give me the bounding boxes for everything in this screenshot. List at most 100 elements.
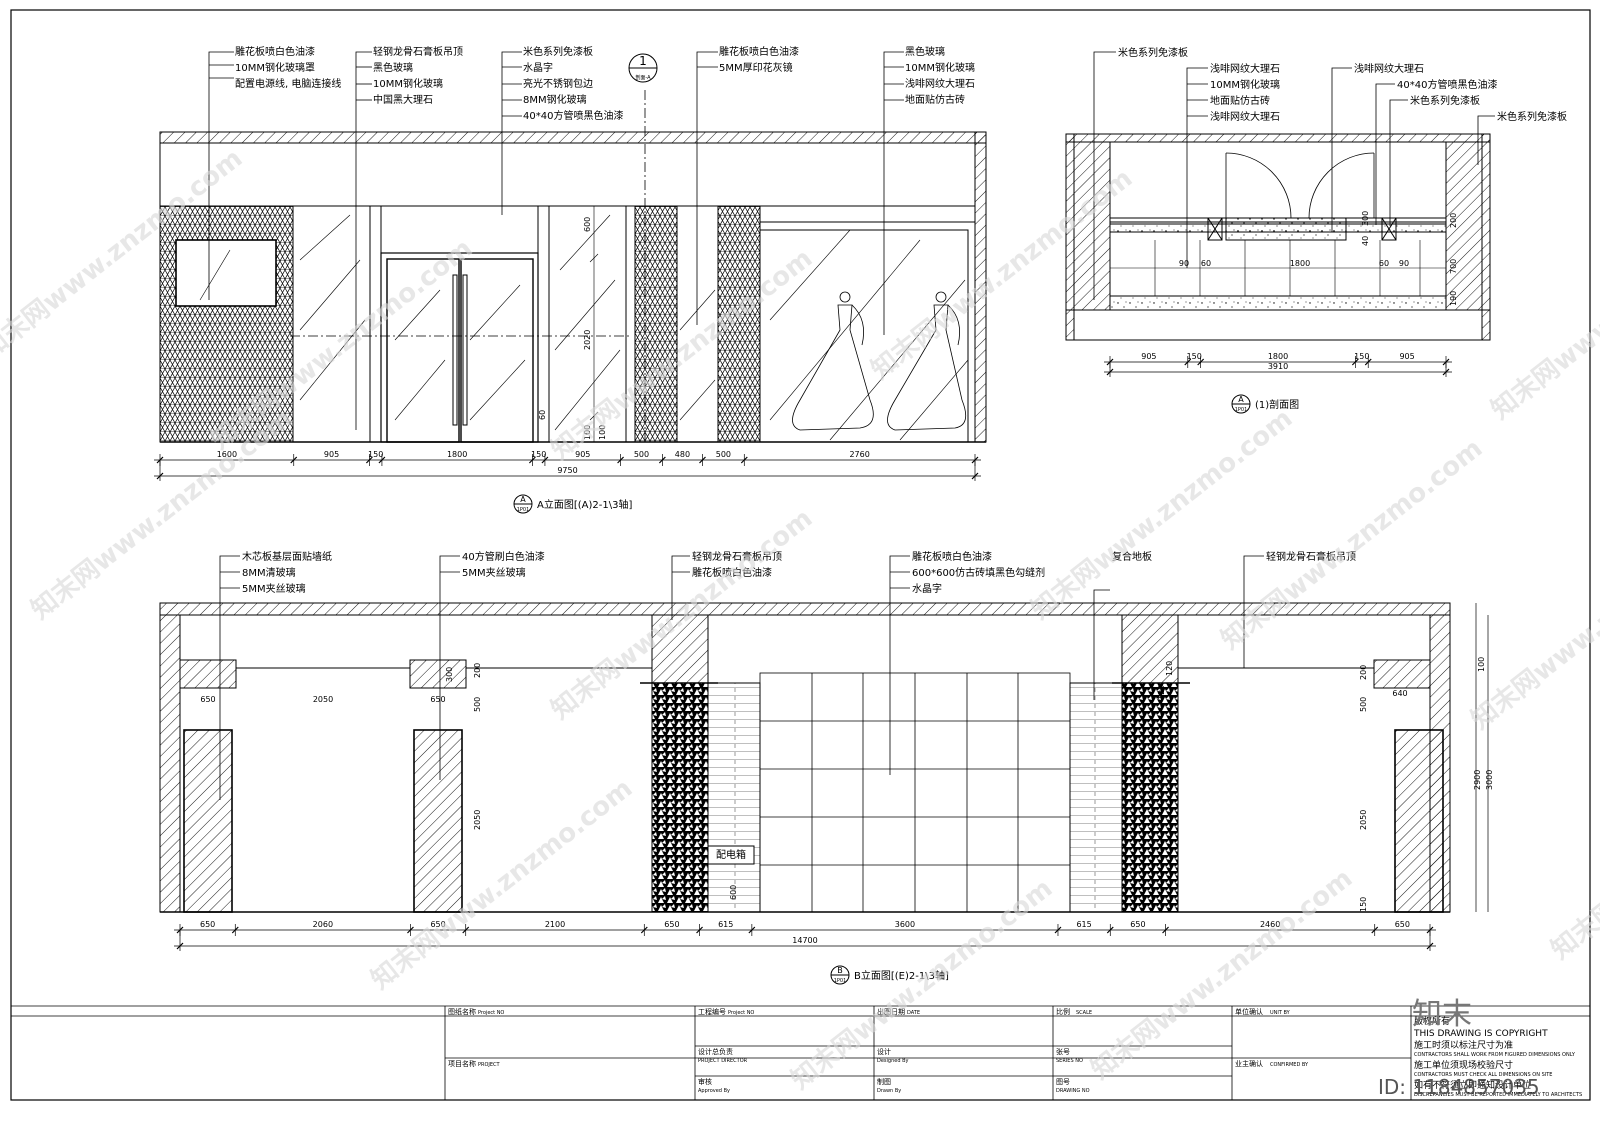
material-callout: 40*40方管喷黑色油漆 xyxy=(1397,78,1497,91)
material-callout: 轻钢龙骨石膏板吊顶 xyxy=(692,550,782,563)
sheet-border xyxy=(10,9,1591,1101)
svg-text:SCALE: SCALE xyxy=(1076,1010,1092,1016)
material-callout: 5MM厚印花灰镜 xyxy=(719,61,793,74)
material-callout: 8MM清玻璃 xyxy=(242,566,296,579)
vertical-dimension: 2050 xyxy=(1359,810,1368,830)
dimension-label: 2100 xyxy=(545,920,565,929)
svg-text:A: A xyxy=(1238,395,1244,404)
vertical-dimension: 60 xyxy=(538,410,547,420)
dimension-label: 650 xyxy=(1395,920,1410,929)
dimension-label: 615 xyxy=(1076,920,1091,929)
material-callout: 5MM夹丝玻璃 xyxy=(242,582,306,595)
material-callout: 10MM钢化玻璃 xyxy=(373,77,443,90)
inner-dimension: 60 xyxy=(1201,259,1211,268)
material-callout: 水晶字 xyxy=(912,582,942,595)
dimension-total: 9750 xyxy=(557,466,577,475)
inner-dimension: 1800 xyxy=(1290,259,1310,268)
svg-text:单位确认: 单位确认 xyxy=(1235,1007,1263,1016)
glass-door-right xyxy=(460,258,534,443)
material-callout: 米色系列免漆板 xyxy=(523,45,593,58)
dimension-label: 905 xyxy=(1399,352,1414,361)
svg-text:B: B xyxy=(837,966,843,975)
svg-text:1P01: 1P01 xyxy=(834,978,847,984)
vertical-dimension: 40 xyxy=(1361,236,1370,246)
dimension-label: 150 xyxy=(531,450,546,459)
material-callout: 米色系列免漆板 xyxy=(1497,110,1567,123)
svg-text:Project NO: Project NO xyxy=(728,1010,754,1016)
vertical-dimension: 200 xyxy=(1359,665,1368,680)
material-callout: 8MM钢化玻璃 xyxy=(523,93,587,106)
title-block xyxy=(11,1005,1590,1100)
glass-panels xyxy=(183,729,1444,913)
glass-door-left xyxy=(386,258,460,443)
svg-text:版权所有: 版权所有 xyxy=(1414,1015,1450,1027)
elevation-b-title: B 1P01 B立面图[(E)2-1\3轴] xyxy=(830,965,949,985)
glass-display-box xyxy=(175,239,277,307)
dimension-label: 615 xyxy=(718,920,733,929)
material-callout: 10MM钢化玻璃 xyxy=(905,61,975,74)
svg-text:Approved By: Approved By xyxy=(698,1088,730,1094)
svg-text:B立面图[(E)2-1\3轴]: B立面图[(E)2-1\3轴] xyxy=(854,969,949,982)
material-callout: 600*600仿古砖填黑色勾缝剂 xyxy=(912,566,1045,579)
svg-text:A: A xyxy=(520,495,526,504)
watermark-text: 知末网www.znzmo.com xyxy=(786,873,1058,1095)
inner-dimension: 60 xyxy=(1379,259,1389,268)
svg-text:出图日期: 出图日期 xyxy=(877,1007,905,1016)
svg-text:施工时须以标注尺寸为准: 施工时须以标注尺寸为准 xyxy=(1414,1039,1513,1051)
dimension-label: 650 xyxy=(430,920,445,929)
upper-dimension: 2050 xyxy=(313,695,333,704)
material-callout: 浅啡网纹大理石 xyxy=(905,77,975,90)
dimension-label: 2060 xyxy=(313,920,333,929)
svg-text:设计总负责: 设计总负责 xyxy=(698,1047,733,1056)
vertical-dimension: 120 xyxy=(1157,685,1166,700)
svg-text:A立面图[(A)2-1\3轴]: A立面图[(A)2-1\3轴] xyxy=(537,498,632,511)
material-callout: 配置电源线, 电脑连接线 xyxy=(235,77,341,90)
material-callout: 地面贴仿古砖 xyxy=(905,93,965,106)
dimension-label: 150 xyxy=(1354,352,1369,361)
vertical-dimension: 150 xyxy=(1359,897,1368,912)
dimension-label: 1800 xyxy=(1268,352,1288,361)
vertical-dimension: 600 xyxy=(583,217,592,232)
vertical-dimension: 2020 xyxy=(583,330,592,350)
dimension-label: 650 xyxy=(664,920,679,929)
vertical-dimension: 600 xyxy=(729,885,738,900)
material-callout: 中国黑大理石 xyxy=(373,93,433,106)
section-marker-1: 1 剖面-A xyxy=(628,53,658,83)
svg-text:CONTRACTORS SHALL WORK FROM FI: CONTRACTORS SHALL WORK FROM FIGURED DIME… xyxy=(1414,1052,1576,1058)
dimension-label: 905 xyxy=(575,450,590,459)
door-swing-arcs xyxy=(1225,152,1375,219)
tile-wall xyxy=(759,672,1071,913)
material-callout: 10MM钢化玻璃罩 xyxy=(235,61,315,74)
svg-text:Drawn By: Drawn By xyxy=(877,1088,901,1094)
vertical-dimension: 190 xyxy=(1449,291,1458,306)
material-callout: 40方管刷白色油漆 xyxy=(462,550,545,563)
upper-dimension: 650 xyxy=(200,695,215,704)
material-callout: 雕花板喷白色油漆 xyxy=(912,550,992,563)
svg-text:设计: 设计 xyxy=(877,1047,891,1056)
title-block-text: 图纸名称 Project NO 项目名称 PROJECT 工程编号 Projec… xyxy=(448,1007,1582,1098)
material-callout: 雕花板喷白色油漆 xyxy=(719,45,799,58)
svg-text:剖面-A: 剖面-A xyxy=(635,74,651,81)
dimension-total: 3910 xyxy=(1268,362,1288,371)
svg-text:审核: 审核 xyxy=(698,1077,712,1086)
elevation-a-title: A 1P01 A立面图[(A)2-1\3轴] xyxy=(513,494,632,514)
svg-text:(1)剖面图: (1)剖面图 xyxy=(1255,398,1299,411)
dimension-label: 650 xyxy=(1130,920,1145,929)
svg-text:1P01: 1P01 xyxy=(517,507,530,513)
dimension-label: 1800 xyxy=(447,450,467,459)
svg-text:THIS DRAWING IS COPYRIGHT: THIS DRAWING IS COPYRIGHT xyxy=(1413,1029,1548,1039)
watermark-text: 知末网www.znzmo.com xyxy=(1486,203,1600,425)
svg-text:CONFIRMED BY: CONFIRMED BY xyxy=(1270,1062,1309,1068)
dimension-label: 2460 xyxy=(1260,920,1280,929)
vertical-dimension: 300 xyxy=(1361,211,1370,226)
vertical-dimension: 500 xyxy=(473,697,482,712)
material-callout: 亮光不锈钢包边 xyxy=(523,77,593,90)
material-callout: 水晶字 xyxy=(523,61,553,74)
svg-text:DISCREPANCIES MUST BE REPORTED: DISCREPANCIES MUST BE REPORTED IMMEDIATE… xyxy=(1414,1092,1582,1098)
mannequin-figures xyxy=(792,291,967,431)
material-callout: 5MM夹丝玻璃 xyxy=(462,566,526,579)
material-callout: 浅啡网纹大理石 xyxy=(1354,62,1424,75)
material-callout: 10MM钢化玻璃 xyxy=(1210,78,1280,91)
svg-text:如有不符须立即通知设计单位: 如有不符须立即通知设计单位 xyxy=(1414,1079,1531,1091)
